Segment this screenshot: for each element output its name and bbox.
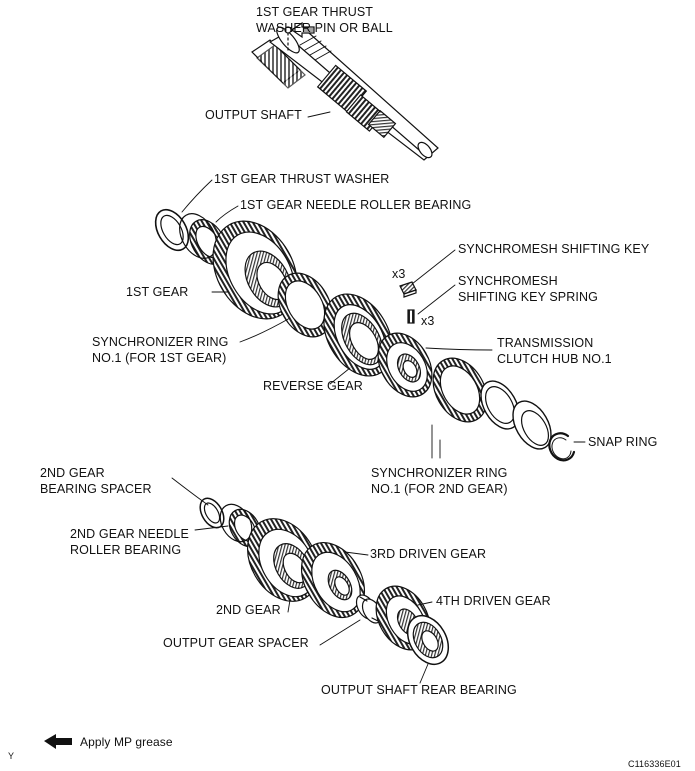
legend-arrow-icon (44, 734, 72, 749)
label-thrust-washer: 1ST GEAR THRUST WASHER (214, 172, 390, 186)
snap-ring-drawing (548, 432, 576, 462)
output-shaft-drawing (251, 24, 439, 161)
label-second-gear: 2ND GEAR (216, 603, 281, 617)
label-line: SYNCHRONIZER RING (371, 466, 508, 480)
label-thrust-washer-pin: 1ST GEAR THRUST WASHER PIN OR BALL (256, 4, 393, 36)
clutch-hub-drawing (377, 332, 433, 398)
label-rear-bearing: OUTPUT SHAFT REAR BEARING (321, 683, 517, 697)
label-line: ROLLER BEARING (70, 543, 182, 557)
label-line: NO.1 (FOR 2ND GEAR) (371, 482, 508, 496)
label-line: BEARING SPACER (40, 482, 152, 496)
label-x3-spring: x3 (421, 314, 435, 328)
footer-code: Y (8, 751, 15, 761)
label-line: SYNCHROMESH (458, 274, 558, 288)
label-line: CLUTCH HUB NO.1 (497, 352, 612, 366)
label-needle-bearing-1st: 1ST GEAR NEEDLE ROLLER BEARING (240, 198, 472, 212)
label-third-driven-gear: 3RD DRIVEN GEAR (370, 547, 487, 561)
shifting-key-drawing (399, 281, 417, 298)
label-line: 2ND GEAR (40, 466, 105, 480)
label-line: WASHER PIN OR BALL (256, 21, 393, 35)
key-spring-drawing (407, 309, 415, 324)
rear-bearing-drawing (406, 615, 450, 665)
label-key-spring: SYNCHROMESH SHIFTING KEY SPRING (458, 273, 598, 305)
label-needle-bearing-2nd: 2ND GEAR NEEDLE ROLLER BEARING (70, 526, 189, 558)
thrust-washer-drawing (154, 208, 190, 252)
sync-ring-1st-drawing (277, 272, 333, 338)
grease-arrow-icon (290, 21, 315, 39)
figure-id: C116336E01 (628, 759, 681, 769)
third-driven-gear-drawing (300, 542, 366, 618)
label-sync-ring-2nd: SYNCHRONIZER RING NO.1 (FOR 2ND GEAR) (371, 465, 508, 497)
label-output-gear-spacer: OUTPUT GEAR SPACER (163, 636, 309, 650)
legend-text: Apply MP grease (80, 735, 173, 749)
label-line: 1ST GEAR THRUST (256, 5, 374, 19)
label-x3-key: x3 (392, 267, 406, 281)
label-fourth-driven-gear: 4TH DRIVEN GEAR (436, 594, 551, 608)
label-spacer-2nd: 2ND GEAR BEARING SPACER (40, 465, 152, 497)
label-line: TRANSMISSION (497, 336, 594, 350)
label-shifting-key: SYNCHROMESH SHIFTING KEY (458, 242, 650, 256)
leader-lines (171, 111, 586, 684)
label-first-gear: 1ST GEAR (126, 285, 189, 299)
label-sync-ring-1st: SYNCHRONIZER RING NO.1 (FOR 1ST GEAR) (92, 334, 228, 366)
second-gear-drawing (247, 518, 319, 602)
label-line: 2ND GEAR NEEDLE (70, 527, 189, 541)
label-snap-ring: SNAP RING (588, 435, 658, 449)
reverse-gear-drawing (323, 293, 393, 377)
label-reverse-gear: REVERSE GEAR (263, 379, 363, 393)
label-line: SHIFTING KEY SPRING (458, 290, 598, 304)
label-line: SYNCHRONIZER RING (92, 335, 229, 349)
label-clutch-hub: TRANSMISSION CLUTCH HUB NO.1 (497, 335, 612, 367)
label-line: NO.1 (FOR 1ST GEAR) (92, 351, 227, 365)
sync-ring-2nd-drawing (432, 357, 488, 423)
label-output-shaft: OUTPUT SHAFT (205, 108, 302, 122)
